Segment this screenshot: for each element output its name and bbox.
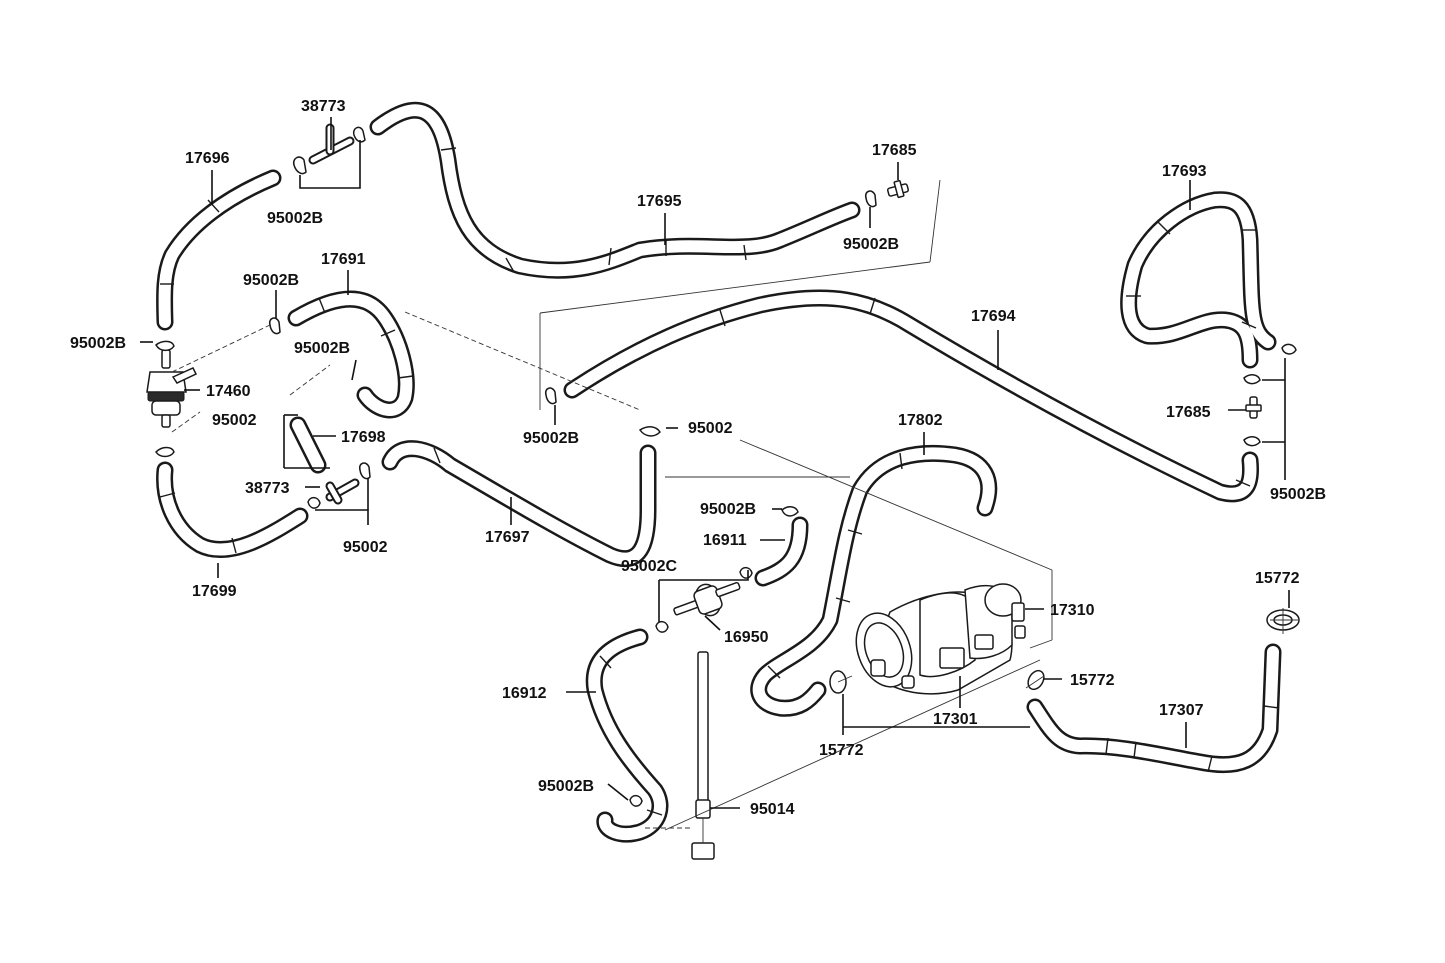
hose-16912 <box>585 628 669 843</box>
callout-95002b-right: 95002B <box>1270 486 1326 503</box>
filter-16950 <box>673 581 741 617</box>
callout-16911: 16911 <box>703 532 747 549</box>
spring-clamp-right <box>1266 608 1300 634</box>
callout-17685-top: 17685 <box>872 142 917 159</box>
hose-17307 <box>1026 643 1282 774</box>
callout-95002b-17685: 95002B <box>843 236 899 253</box>
callout-17691: 17691 <box>321 251 366 268</box>
callout-95002-mid: 95002 <box>688 420 733 437</box>
hose-16911 <box>754 516 809 587</box>
callout-17698: 17698 <box>341 429 386 446</box>
callout-17310: 17310 <box>1050 602 1095 619</box>
callout-38773-lower: 38773 <box>245 480 290 497</box>
hose-17694 <box>563 289 1259 503</box>
leader-lines <box>140 117 1290 809</box>
hose-17693 <box>1120 191 1277 369</box>
callout-95002b-16911: 95002B <box>700 501 756 518</box>
callout-17301: 17301 <box>933 711 978 728</box>
callout-15772-mid: 15772 <box>1070 672 1115 689</box>
callout-labels: 38773 17696 95002B 17685 17695 95002B 17… <box>70 98 1326 818</box>
callout-17685-right: 17685 <box>1166 404 1211 421</box>
callout-17694: 17694 <box>971 308 1016 325</box>
callout-95002b-left: 95002B <box>70 335 126 352</box>
callout-15772-right: 15772 <box>1255 570 1300 587</box>
clamps <box>155 126 1300 807</box>
callout-16950: 16950 <box>724 629 769 646</box>
spring-clamp-mid <box>1025 669 1045 691</box>
t-fitting-38773-top <box>308 123 355 165</box>
callout-17693: 17693 <box>1162 163 1207 180</box>
hose-17697 <box>381 440 657 568</box>
hose-17802 <box>750 444 998 717</box>
valve-17460 <box>146 349 198 428</box>
hose-17698 <box>289 416 327 474</box>
callout-95002-lower: 95002 <box>343 539 388 556</box>
hoses <box>156 101 1282 843</box>
callout-17699: 17699 <box>192 583 237 600</box>
callout-17697: 17697 <box>485 529 530 546</box>
callout-17802: 17802 <box>898 412 943 429</box>
callout-95002b-17691: 95002B <box>243 272 299 289</box>
callout-95002b-mid: 95002B <box>294 340 350 357</box>
callout-15772-left: 15772 <box>819 742 864 759</box>
hose-17696 <box>156 169 282 331</box>
callout-95002c: 95002C <box>621 558 677 575</box>
guide-lines <box>171 179 1053 831</box>
canister-17301 <box>855 583 1026 695</box>
callout-17307: 17307 <box>1159 702 1204 719</box>
callout-17695: 17695 <box>637 193 682 210</box>
spring-clamp-left <box>829 670 853 694</box>
hose-17691 <box>287 290 415 419</box>
callout-95002b-17694: 95002B <box>523 430 579 447</box>
callout-95014: 95014 <box>750 801 795 818</box>
hose-17699 <box>156 461 309 558</box>
callout-16912: 16912 <box>502 685 547 702</box>
callout-95002b-16912: 95002B <box>538 778 594 795</box>
connector-17685-right <box>1245 396 1262 419</box>
callout-17460: 17460 <box>206 383 251 400</box>
callout-38773-top: 38773 <box>301 98 346 115</box>
t-fitting-38773-lower <box>325 478 360 505</box>
cable-tie-95014 <box>691 651 715 860</box>
connector-17685-top <box>887 179 909 199</box>
callout-17696: 17696 <box>185 150 230 167</box>
fittings <box>146 123 1262 860</box>
callout-95002b-top: 95002B <box>267 210 323 227</box>
hose-17695 <box>369 101 861 279</box>
callout-95002-left: 95002 <box>212 412 257 429</box>
